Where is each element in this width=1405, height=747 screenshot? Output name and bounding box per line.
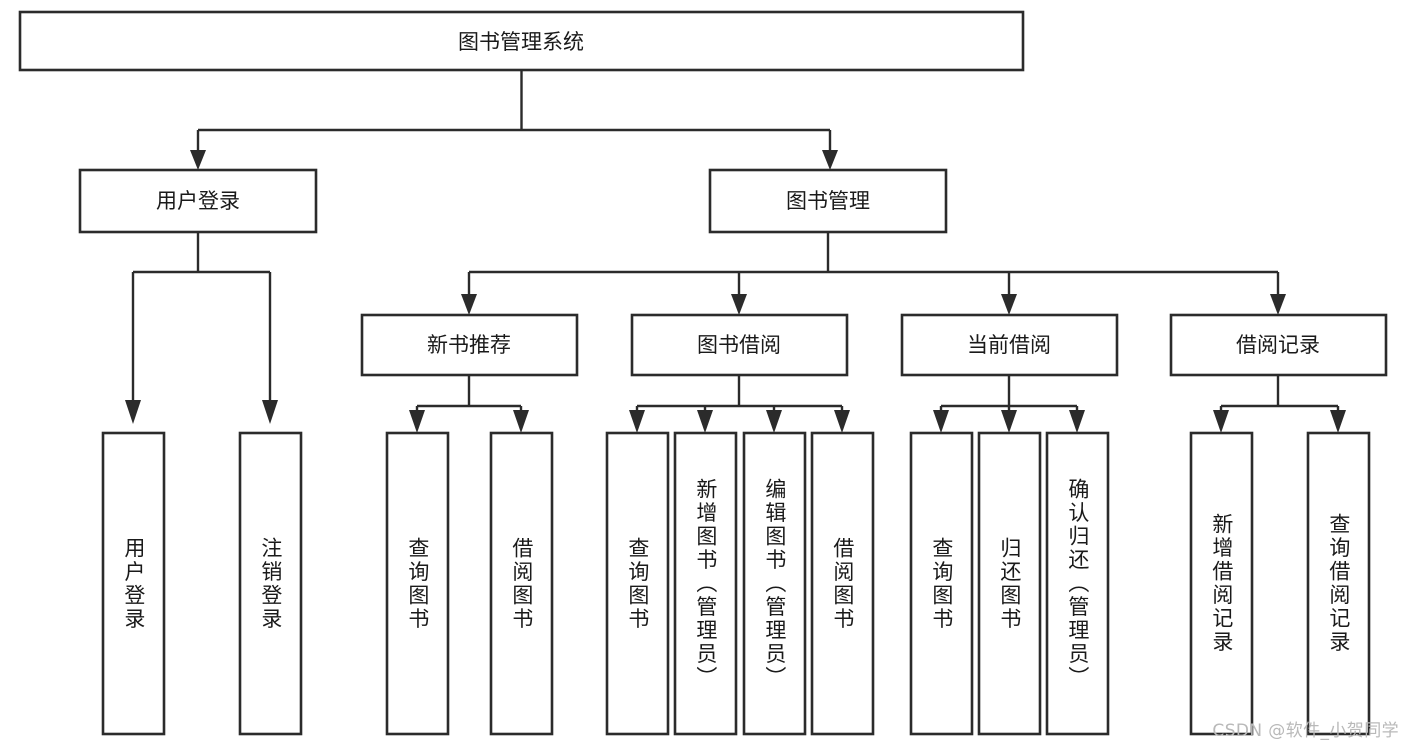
node-leaf-borrow-book-1[interactable] — [489, 431, 554, 736]
node-book-borrow-label: 图书借阅 — [697, 333, 781, 357]
arrowhead-user-login — [190, 150, 206, 170]
node-user-login[interactable] — [78, 168, 318, 234]
arrowhead-borrow-record — [1270, 294, 1286, 315]
node-root[interactable] — [18, 10, 1025, 72]
node-leaf-query-book-3[interactable] — [909, 431, 974, 736]
node-leaf-query-record[interactable] — [1306, 431, 1371, 736]
node-borrow-record-label: 借阅记录 — [1236, 333, 1320, 357]
arrowhead-leaf-query-book-2 — [629, 410, 645, 433]
arrowhead-leaf-borrow-book-2 — [834, 410, 850, 433]
arrowhead-leaf-return-book — [1001, 410, 1017, 433]
arrowhead-leaf-add-record — [1213, 410, 1229, 433]
node-leaf-query-book-2[interactable] — [605, 431, 670, 736]
node-current-borrow-label: 当前借阅 — [967, 333, 1051, 357]
arrowhead-leaf-logout-login — [262, 400, 278, 424]
node-new-book-recommend-label: 新书推荐 — [427, 333, 511, 357]
arrowhead-leaf-query-book-3 — [933, 410, 949, 433]
node-leaf-borrow-book-2[interactable] — [810, 431, 875, 736]
arrowhead-leaf-query-record — [1330, 410, 1346, 433]
arrowhead-current-borrow — [1001, 294, 1017, 315]
node-book-manage-label: 图书管理 — [786, 189, 870, 213]
arrowhead-new-book-recommend — [461, 294, 477, 315]
node-new-book-recommend[interactable] — [360, 313, 579, 377]
arrowhead-leaf-borrow-book-1 — [513, 410, 529, 433]
arrowhead-book-borrow — [731, 294, 747, 315]
node-borrow-record[interactable] — [1169, 313, 1388, 377]
arrowhead-leaf-query-book-1 — [409, 410, 425, 433]
watermark-text: CSDN @软件_小贺同学 — [1212, 721, 1399, 741]
arrowhead-book-manage — [822, 150, 838, 170]
node-leaf-user-login[interactable] — [101, 431, 166, 736]
node-root-label: 图书管理系统 — [458, 30, 584, 54]
node-leaf-query-book-1[interactable] — [385, 431, 450, 736]
node-current-borrow[interactable] — [900, 313, 1119, 377]
node-leaf-add-book[interactable] — [673, 431, 738, 736]
node-leaf-return-book[interactable] — [977, 431, 1042, 736]
node-leaf-edit-book[interactable] — [742, 431, 807, 736]
node-book-manage[interactable] — [708, 168, 948, 234]
node-leaf-confirm-return[interactable] — [1045, 431, 1110, 736]
node-layer: 图书管理系统 用户登录 图书管理 新书推荐 图书借阅 当前借阅 借阅记录 — [18, 10, 1388, 736]
node-book-borrow[interactable] — [630, 313, 849, 377]
arrowhead-leaf-confirm-return — [1069, 410, 1085, 433]
arrowhead-leaf-edit-book — [766, 410, 782, 433]
arrowhead-leaf-add-book — [697, 410, 713, 433]
node-leaf-add-record[interactable] — [1189, 431, 1254, 736]
node-user-login-label: 用户登录 — [156, 189, 240, 213]
node-leaf-logout-login[interactable] — [238, 431, 303, 736]
connector-layer — [125, 70, 1346, 433]
arrowhead-leaf-user-login — [125, 400, 141, 424]
